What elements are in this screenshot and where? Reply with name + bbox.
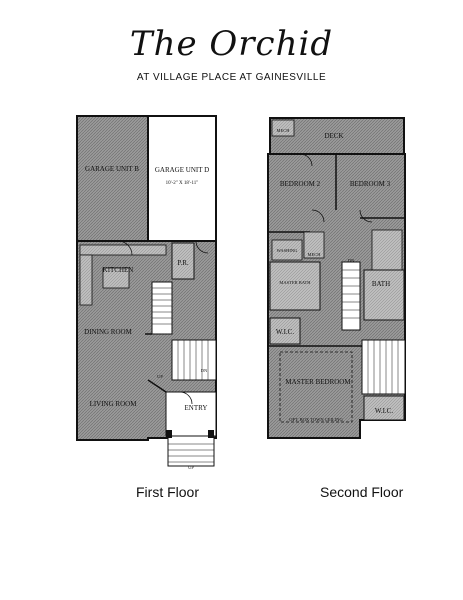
bath-area	[363, 269, 405, 321]
second-floor-stair	[341, 261, 361, 331]
front-stoop	[167, 435, 215, 467]
second-floor-plan: MECH DECK BEDROOM 2 BEDROOM 3 WASHING ME…	[267, 117, 406, 439]
mech-upper-label: MECH	[276, 128, 290, 133]
laundry-label: WASHING	[277, 248, 298, 253]
entry-label: ENTRY	[185, 404, 208, 412]
stair-up-label: UP	[157, 374, 163, 379]
garage-d-area	[147, 115, 217, 242]
garage-b-area	[76, 115, 149, 242]
first-floor-label: First Floor	[136, 484, 199, 500]
stoop-up-label: UP	[188, 465, 194, 470]
plan-subtitle: AT VILLAGE PLACE AT GAINESVILLE	[136, 72, 327, 83]
second-floor-stair-down-label: DN	[348, 258, 355, 263]
kitchen-label: KITCHEN	[103, 266, 134, 274]
mech-lower-label: MECH	[307, 252, 321, 257]
dining-room-label: DINING ROOM	[84, 328, 132, 336]
living-room-label: LIVING ROOM	[90, 400, 138, 408]
master-bath-label: MASTER BATH	[279, 280, 311, 285]
bedroom-3-label: BEDROOM 3	[350, 180, 391, 188]
plan-title: The Orchid	[129, 24, 334, 64]
garage-b-label: GARAGE UNIT B	[85, 165, 139, 173]
bath-label: BATH	[372, 280, 390, 288]
wic-left-label: W.I.C.	[276, 328, 294, 336]
garage-d-dimensions: 10'-2" X 18'-11"	[166, 181, 199, 186]
deck-label: DECK	[324, 132, 343, 140]
powder-room-label: P.R.	[177, 259, 189, 267]
first-floor-stair	[151, 281, 173, 335]
garage-d-label: GARAGE UNIT D	[155, 166, 209, 174]
bedroom-2-label: BEDROOM 2	[280, 180, 321, 188]
master-bedroom-label: MASTER BEDROOM	[285, 378, 351, 386]
stair-down-label: DN	[201, 368, 208, 373]
tray-ceiling-label: OPT. BOX TOWN CEILING	[289, 417, 343, 422]
first-floor-main-body	[76, 240, 217, 441]
tray-ceiling-outline	[279, 351, 353, 423]
wic-right-label: W.I.C.	[375, 407, 393, 415]
master-bath-area	[269, 261, 321, 311]
first-floor-plan: GARAGE UNIT B GARAGE UNIT D 10'-2" X 18'…	[76, 115, 217, 470]
second-floor-label: Second Floor	[320, 484, 404, 500]
powder-room	[171, 242, 195, 280]
